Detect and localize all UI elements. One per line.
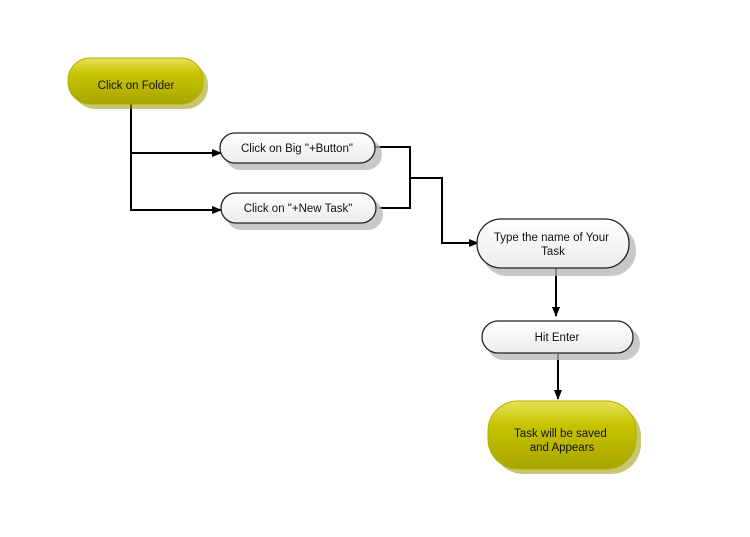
connectors: [130, 103, 562, 400]
new-task-node-label: Click on "+New Task": [244, 203, 353, 215]
end-node-label: Task will be saved and Appears: [514, 428, 610, 454]
start-node: Click on Folder: [67, 57, 208, 109]
big-plus-button-node: Click on Big "+Button": [219, 132, 382, 170]
connector-start-to-new-task: [130, 153, 222, 214]
type-name-node: Type the name of Your Task: [476, 218, 636, 276]
big-plus-button-node-label: Click on Big "+Button": [241, 143, 353, 155]
connector-merge-to-type-name: [410, 177, 479, 247]
start-node-label: Click on Folder: [98, 80, 175, 92]
new-task-node: Click on "+New Task": [220, 192, 383, 230]
connector-start-to-big-plus: [130, 103, 222, 157]
hit-enter-node: Hit Enter: [481, 320, 640, 360]
end-node: Task will be saved and Appears: [487, 400, 641, 474]
hit-enter-node-label: Hit Enter: [535, 332, 580, 344]
type-name-node-label: Type the name of Your Task: [494, 232, 612, 258]
